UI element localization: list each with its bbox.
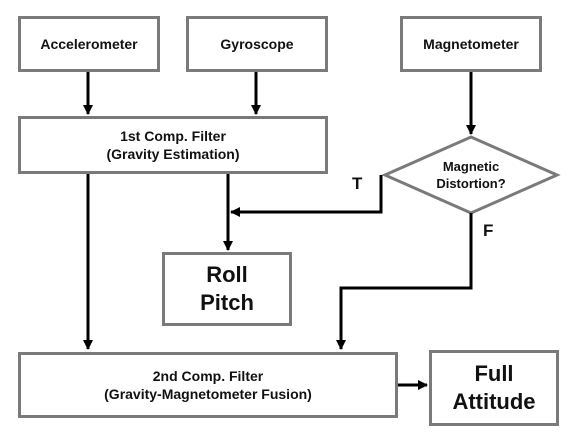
filter1-title: 1st Comp. Filter xyxy=(120,128,226,144)
decision-line-2: Distortion? xyxy=(436,176,506,191)
accelerometer-box: Accelerometer xyxy=(18,16,160,72)
filter1-box: 1st Comp. Filter (Gravity Estimation) xyxy=(18,116,328,174)
full-attitude-box: Full Attitude xyxy=(429,350,559,426)
filter2-subtitle: (Gravity-Magnetometer Fusion) xyxy=(104,386,312,402)
filter2-title: 2nd Comp. Filter xyxy=(152,368,264,384)
filter1-subtitle: (Gravity Estimation) xyxy=(106,146,240,162)
gyroscope-label: Gyroscope xyxy=(220,36,294,52)
true-branch-label: T xyxy=(352,174,363,193)
false-branch-label: F xyxy=(483,221,494,240)
gyroscope-box: Gyroscope xyxy=(186,16,328,72)
pitch-label: Pitch xyxy=(200,290,254,315)
full-label: Full xyxy=(474,361,514,386)
roll-label: Roll xyxy=(206,262,248,287)
arrow-decision-true-to-rollpitch xyxy=(230,175,383,217)
roll-pitch-box: Roll Pitch xyxy=(162,252,292,326)
decision-text: Magnetic Distortion? xyxy=(385,137,557,213)
magnetometer-box: Magnetometer xyxy=(400,16,542,72)
decision-line-1: Magnetic xyxy=(442,159,500,174)
accelerometer-label: Accelerometer xyxy=(40,36,138,52)
filter2-box: 2nd Comp. Filter (Gravity-Magnetometer F… xyxy=(18,352,398,418)
magnetometer-label: Magnetometer xyxy=(423,36,519,52)
attitude-label: Attitude xyxy=(452,389,536,414)
arrow-decision-false-to-filter2 xyxy=(336,213,473,350)
